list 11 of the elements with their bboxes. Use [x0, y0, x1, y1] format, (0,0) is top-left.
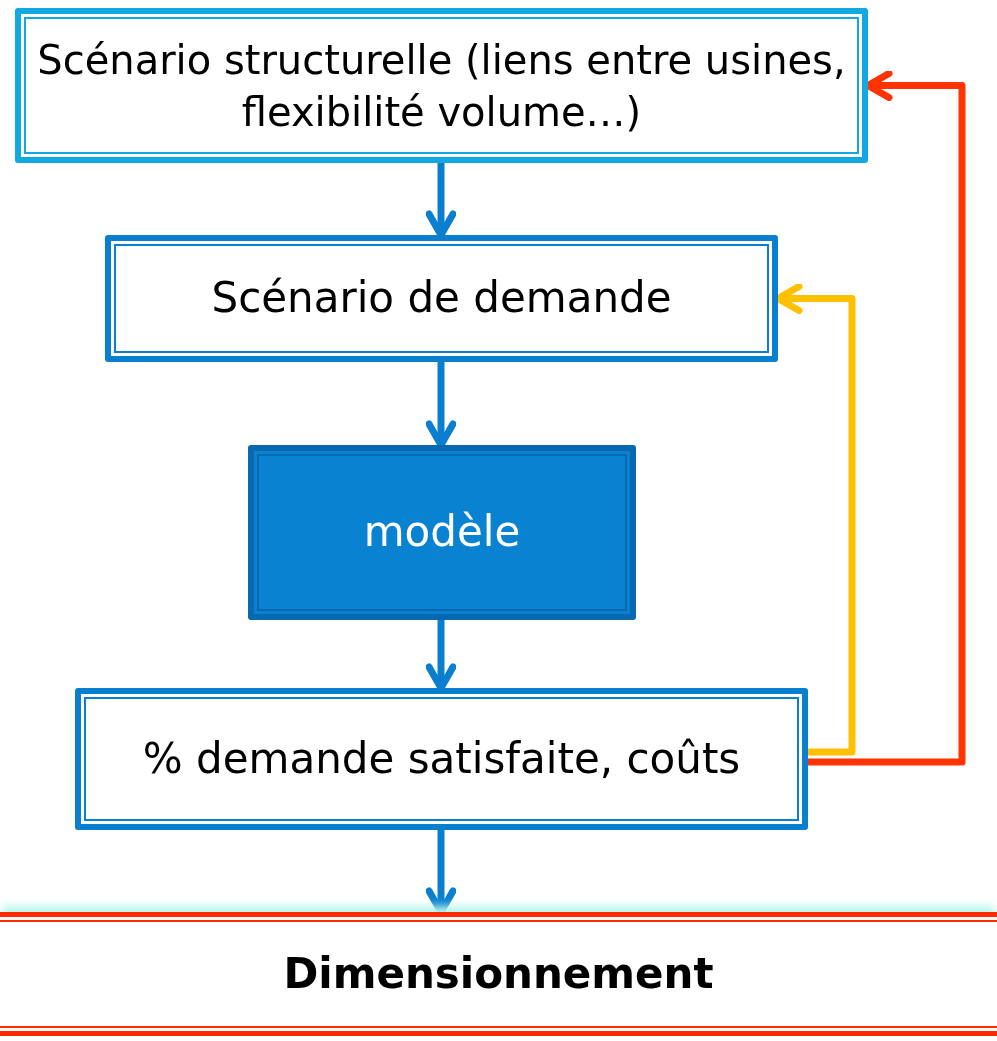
process-box	[75, 688, 808, 830]
process-box	[15, 8, 868, 163]
box-label: Scénario structurelle (liens entre usines, flexibilité volume…)	[37, 35, 846, 137]
box-label: % demande satisfaite, coûts	[142, 732, 741, 785]
process-box	[105, 235, 778, 362]
box-label: Scénario de demande	[211, 272, 672, 325]
box-label: modèle	[363, 506, 521, 559]
result-band	[0, 912, 997, 1036]
process-box	[248, 445, 636, 620]
arrow	[808, 70, 966, 766]
box-label: Dimensionnement	[283, 947, 714, 1000]
